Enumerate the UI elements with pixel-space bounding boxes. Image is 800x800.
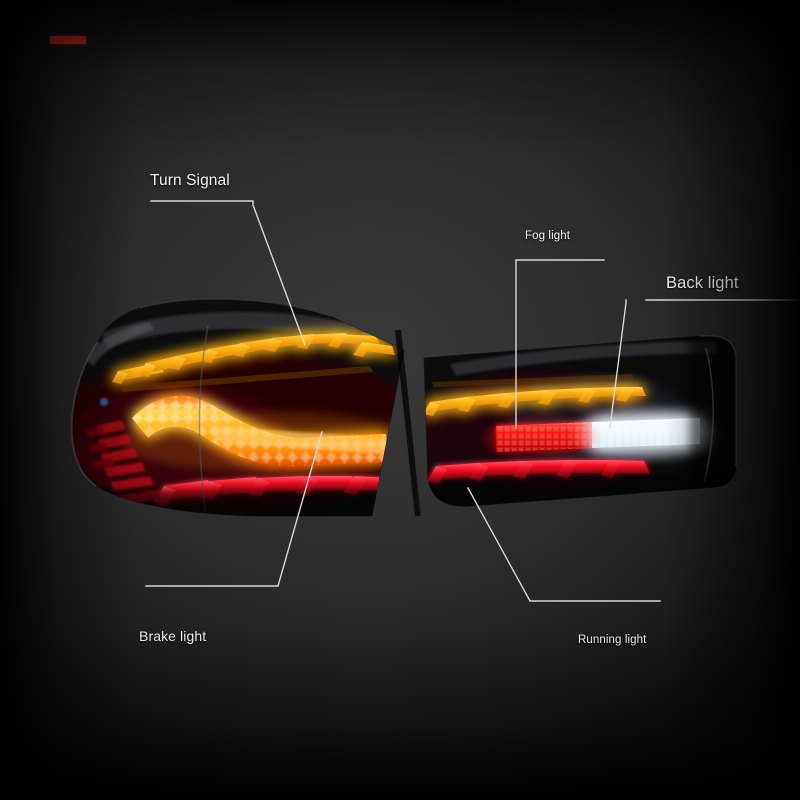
red-accent-bar	[50, 36, 86, 44]
annotation-label-turn-signal: Turn Signal	[150, 172, 230, 189]
annotation-label-back-light: Back light	[666, 274, 739, 292]
right-tail-light-assembly	[423, 334, 737, 507]
annotation-label-running-light: Running light	[578, 634, 647, 646]
annotation-label-brake-light: Brake light	[139, 628, 207, 644]
annotation-label-fog-light: Fog light	[525, 230, 571, 242]
left-tail-light-assembly	[70, 298, 405, 517]
